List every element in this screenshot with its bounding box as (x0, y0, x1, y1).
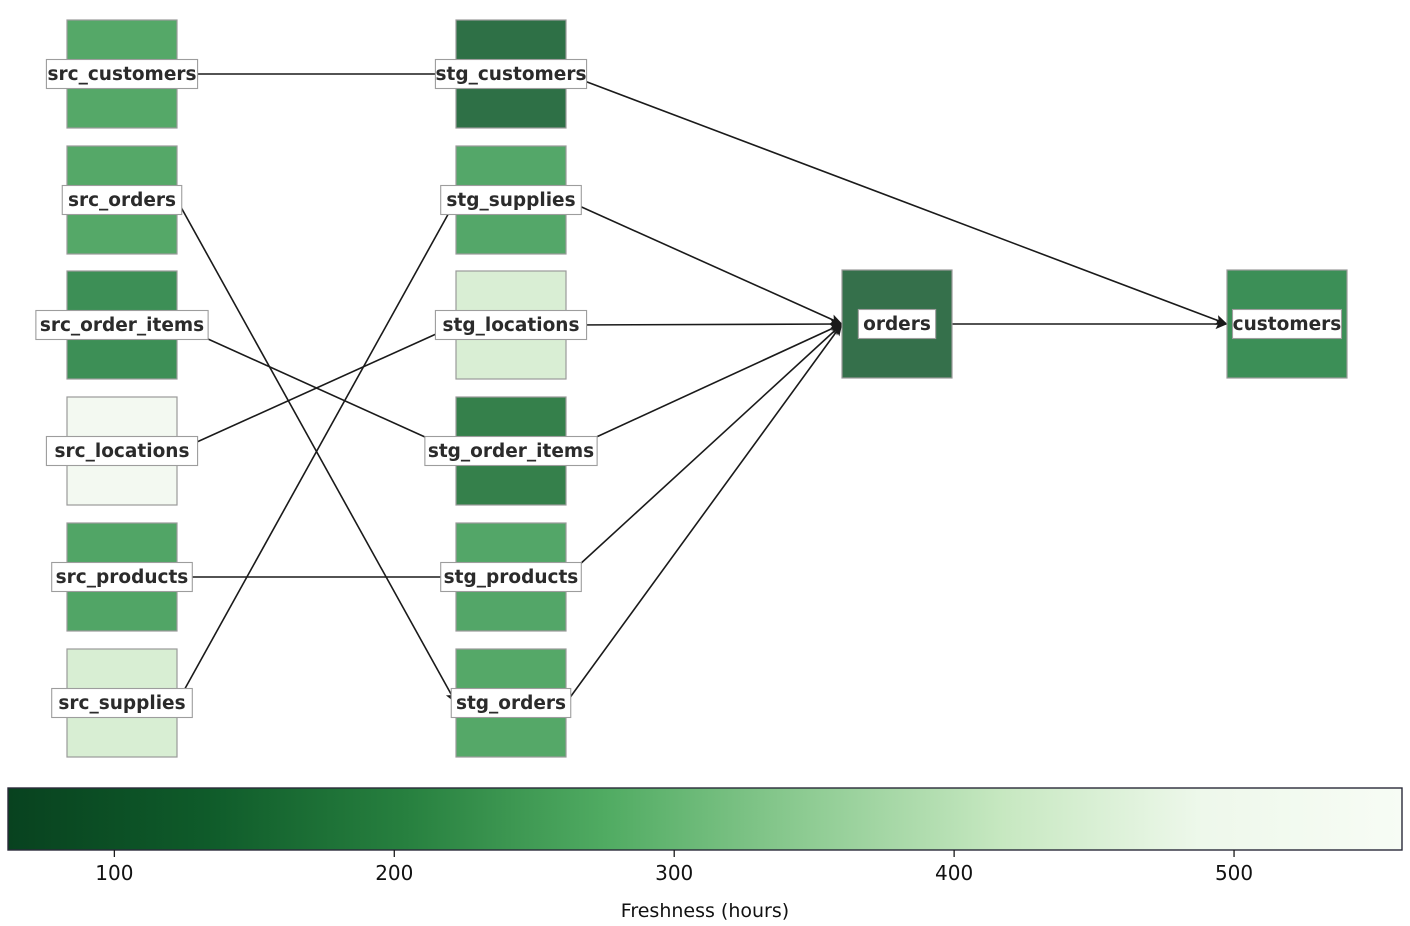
node-label-bg-stg_products (440, 561, 582, 593)
node-label-stg_orders[interactable]: stg_orders (450, 687, 572, 719)
node-label-bg-stg_customers (434, 58, 588, 90)
node-label-text-src_supplies: src_supplies (58, 693, 185, 714)
edge-stg_orders-to-orders (565, 323, 843, 704)
node-label-bg-src_customers (45, 58, 199, 90)
node-label-text-src_products: src_products (56, 567, 189, 588)
node-label-text-stg_customers: stg_customers (435, 64, 586, 85)
node-label-text-customers: customers (1233, 314, 1342, 335)
node-label-bg-src_products (51, 561, 193, 593)
colorbar-tick-label-300: 300 (655, 861, 693, 885)
edge-src_supplies-to-stg_supplies (176, 199, 457, 704)
node-label-src_order_items[interactable]: src_order_items (35, 309, 209, 341)
colorbar: 100 200 300 400 500 Freshness (hours) (7, 787, 1403, 922)
colorbar-axis-label: Freshness (hours) (621, 900, 789, 922)
node-label-orders[interactable]: orders (857, 308, 937, 340)
colorbar-tick-label-200: 200 (375, 861, 413, 885)
node-label-src_products[interactable]: src_products (51, 561, 193, 593)
node-labels-layer: src_customers src_orders src_order_itemssr… (35, 58, 1343, 719)
node-label-bg-src_locations (45, 435, 199, 467)
node-label-stg_locations[interactable]: stg_locations (434, 309, 588, 341)
edge-stg_order_items-to-orders (565, 323, 843, 452)
node-label-text-src_orders: src_orders (68, 190, 176, 211)
node-label-stg_customers[interactable]: stg_customers (434, 58, 588, 90)
colorbar-ticks: 100 200 300 400 500 (95, 850, 1253, 885)
node-label-text-stg_products: stg_products (444, 567, 579, 588)
node-label-customers[interactable]: customers (1231, 308, 1343, 340)
edge-stg_supplies-to-orders (565, 199, 843, 325)
node-label-bg-src_orders (61, 184, 183, 216)
node-label-text-stg_supplies: stg_supplies (446, 190, 575, 211)
node-label-bg-customers (1231, 308, 1343, 340)
node-label-src_orders[interactable]: src_orders (61, 184, 183, 216)
node-label-bg-src_order_items (35, 309, 209, 341)
node-label-bg-stg_orders (450, 687, 572, 719)
nodes-layer (66, 19, 1348, 758)
edge-src_locations-to-stg_locations (176, 324, 457, 452)
node-label-bg-stg_order_items (424, 435, 598, 467)
colorbar-gradient-bar (8, 788, 1402, 850)
node-label-text-src_locations: src_locations (55, 441, 190, 462)
node-label-bg-stg_locations (434, 309, 588, 341)
node-label-bg-src_supplies (51, 687, 193, 719)
node-label-text-stg_locations: stg_locations (443, 315, 580, 336)
colorbar-tick-label-100: 100 (95, 861, 133, 885)
node-label-src_locations[interactable]: src_locations (45, 435, 199, 467)
edge-stg_locations-to-orders (565, 318, 843, 330)
node-label-bg-orders (857, 308, 937, 340)
colorbar-tick-label-400: 400 (935, 861, 973, 885)
edges-layer (176, 73, 1228, 704)
edge-stg_customers-to-customers (565, 73, 1228, 325)
edge-stg_products-to-orders (565, 323, 843, 578)
node-label-text-orders: orders (863, 314, 931, 335)
node-label-bg-stg_supplies (440, 184, 582, 216)
node-label-text-src_customers: src_customers (47, 64, 196, 85)
node-label-stg_products[interactable]: stg_products (440, 561, 582, 593)
colorbar-frame (7, 787, 1403, 851)
node-label-text-stg_orders: stg_orders (456, 693, 566, 714)
node-label-text-stg_order_items: stg_order_items (428, 441, 594, 462)
colorbar-tick-label-500: 500 (1215, 861, 1253, 885)
node-label-stg_supplies[interactable]: stg_supplies (440, 184, 582, 216)
node-label-src_supplies[interactable]: src_supplies (51, 687, 193, 719)
node-label-src_customers[interactable]: src_customers (45, 58, 199, 90)
node-label-stg_order_items[interactable]: stg_order_items (424, 435, 598, 467)
node-label-text-src_order_items: src_order_items (40, 315, 204, 336)
